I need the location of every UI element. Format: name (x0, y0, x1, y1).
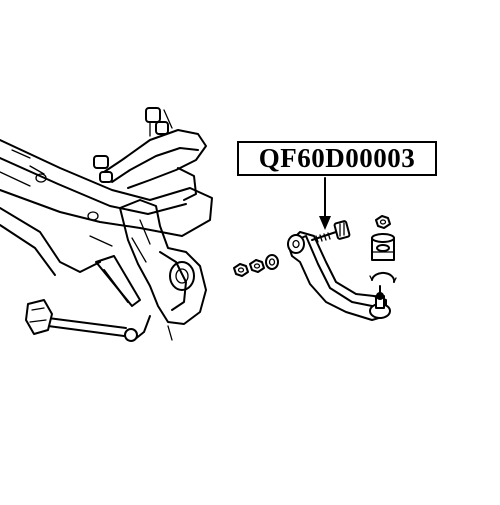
ball-joint (369, 285, 391, 319)
lateral-links (25, 255, 141, 337)
bushing (371, 233, 395, 261)
leader-arrow (319, 177, 331, 230)
upper-arm (93, 107, 207, 201)
bolt (311, 220, 351, 243)
circlip (369, 271, 397, 283)
part-number-label: QF60D00003 (237, 141, 437, 176)
nuts (233, 254, 279, 277)
subframe (0, 139, 213, 276)
top-nut (375, 215, 391, 229)
knuckle (119, 199, 207, 342)
